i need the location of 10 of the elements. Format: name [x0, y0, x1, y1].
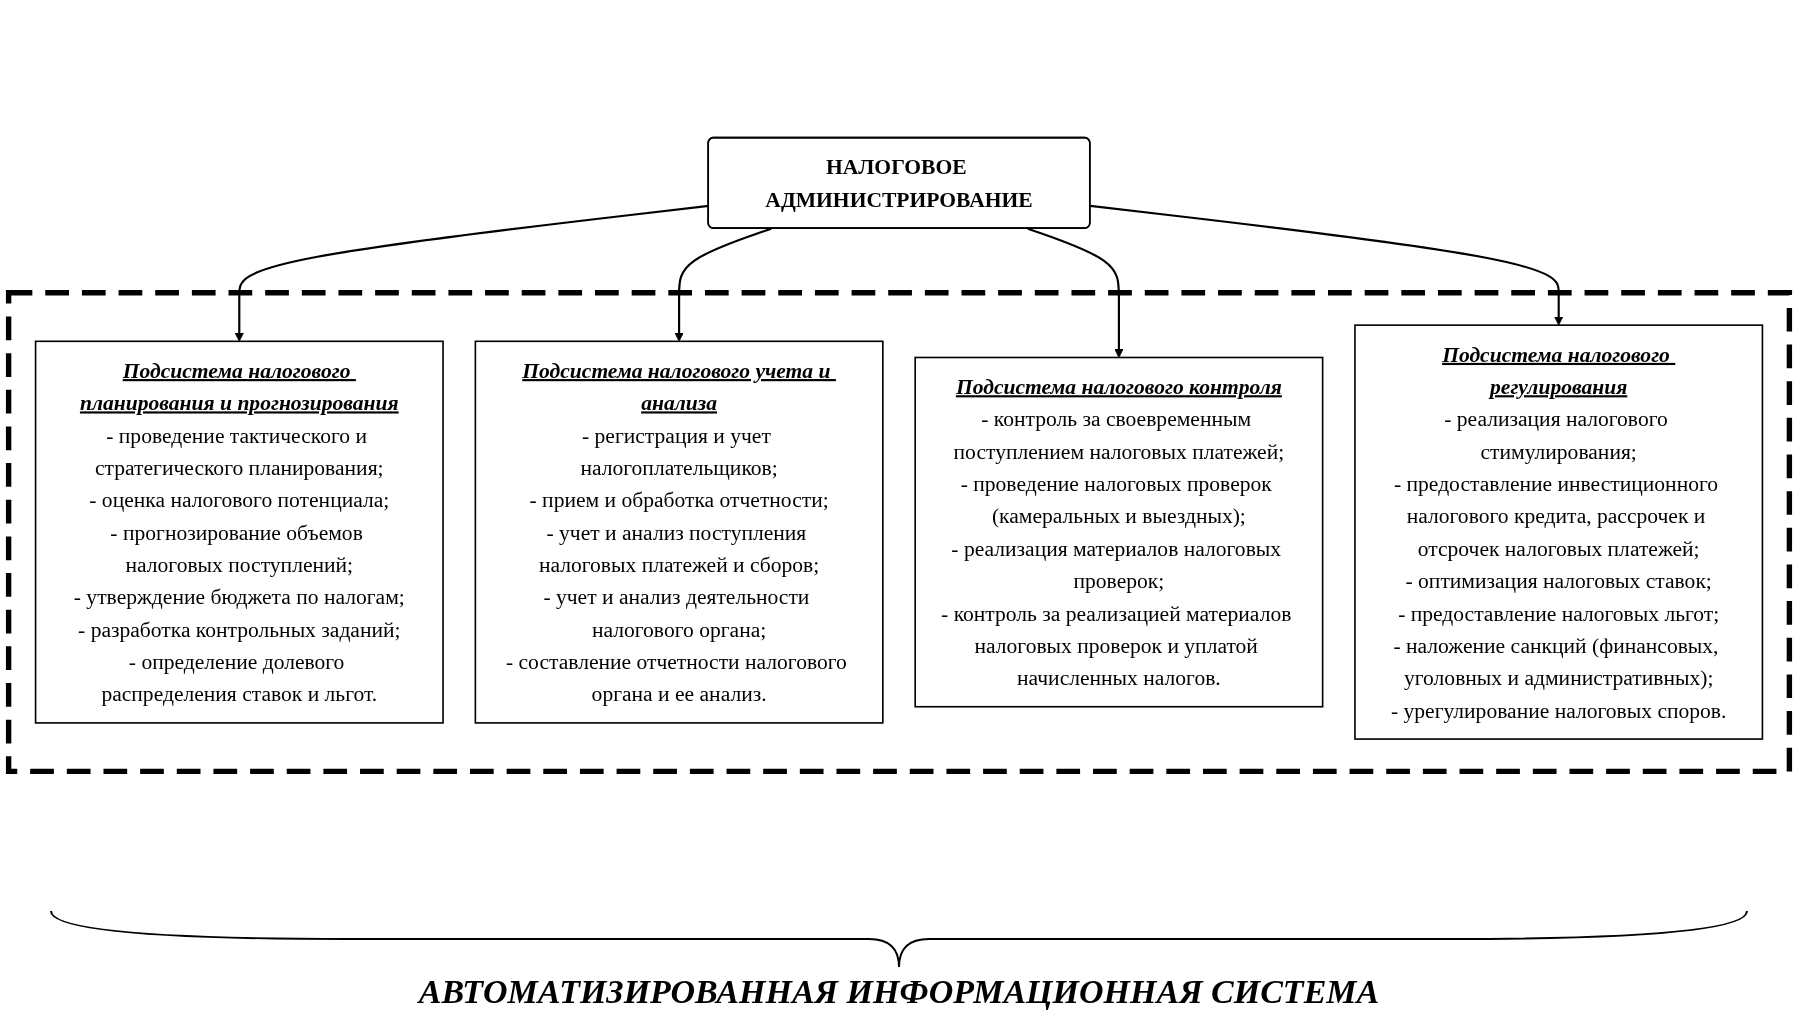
arrow	[234, 204, 709, 342]
arrow	[674, 227, 772, 342]
node-box: Подсистема налогового учета и анализа - регистрация и учет налогоплательщиков; - прием и обработка отчетности; - учет и анализ поступления налоговых платежей и сборов; - учет и анализ деятельности налогового органа; - составление отчетности налогового органа и ее анализ.	[474, 340, 884, 724]
arrow	[1027, 227, 1124, 358]
arrow	[1090, 204, 1564, 326]
node-box: Подсистема налогового планирования и прогнозирования - проведение тактического и стратегического планирования; - оценка налогового потенциала; - прогнозирование объемов налоговых поступлений; - утверждение бюджета по налогам; - разработка контрольных заданий; - определение долевого распределения ставок и льгот.	[34, 340, 444, 724]
system-caption: АВТОМАТИЗИРОВАННАЯ ИНФОРМАЦИОННАЯ СИСТЕМА	[418, 973, 1380, 1011]
cluster	[5, 290, 1793, 775]
node-box: Подсистема налогового контроля - контроль за своевременным поступлением налоговых платежей; - проведение налоговых проверок (камеральных и выездных); - реализация материалов налоговых проверок; - контроль за реализацией материалов налоговых проверок и уплатой начисленных налогов.	[914, 356, 1324, 708]
node-box: Подсистема налогового регулирования - реализация налогового стимулирования; - предоставление инвестиционного налогового кредита, рассрочек и отсрочек налоговых платежей; - оптимизация налоговых ставок; - предоставление налоговых льгот; - наложение санкций (финансовых, уголовных и административных); - урегулирование налоговых споров.	[1354, 324, 1764, 740]
